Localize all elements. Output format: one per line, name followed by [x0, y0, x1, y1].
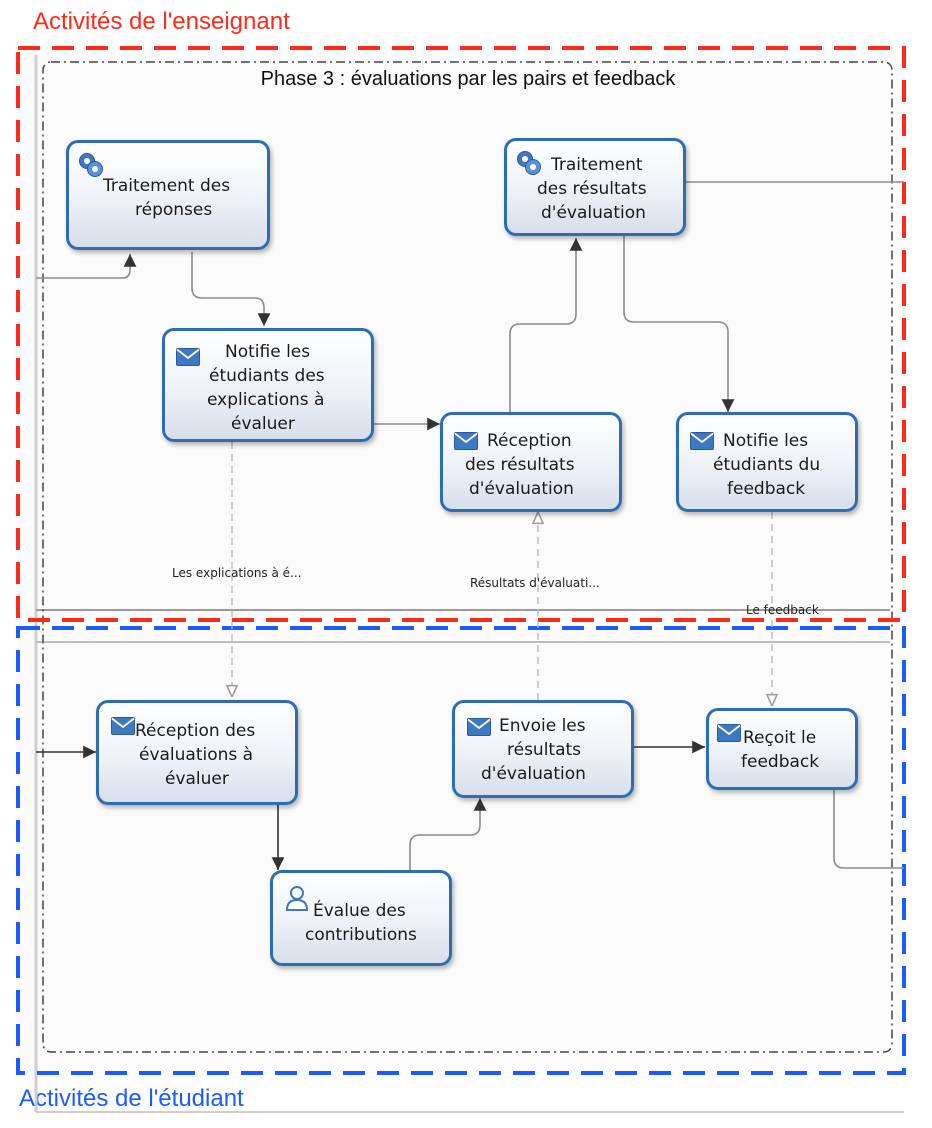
envelope-icon — [467, 718, 491, 740]
task-label-line: Envoie les — [499, 716, 586, 736]
task-label-line: Réception — [487, 431, 572, 451]
envelope-icon — [690, 432, 714, 454]
task-label-line: évaluer — [231, 414, 295, 434]
user-icon — [285, 885, 309, 915]
flow-into-traitement-reponses — [36, 254, 137, 279]
task-traitement-resultats[interactable]: Traitement des résultats d'évaluation — [504, 138, 686, 236]
task-label-line: explications à — [207, 390, 325, 410]
task-traitement-reponses[interactable]: Traitement des réponses — [66, 140, 270, 250]
flow-label-feedback: Le feedback — [746, 603, 819, 617]
envelope-icon — [717, 724, 741, 746]
flow-traitement-to-notifie-feedback — [623, 236, 735, 412]
task-label-line: Traitement des — [103, 176, 231, 196]
flow-traitement-to-notifie — [191, 252, 271, 326]
teacher-lane-boundary — [16, 46, 906, 622]
task-label-line: Évalue des — [313, 901, 406, 921]
flow-label-explications: Les explications à é... — [172, 566, 302, 580]
task-label-line: réponses — [135, 200, 213, 220]
task-label-line: Réception des — [135, 721, 256, 741]
envelope-icon — [454, 432, 478, 454]
flow-recoit-out — [833, 790, 904, 869]
task-envoie-resultats[interactable]: Envoie les résultats d'évaluation — [452, 700, 634, 798]
task-label-line: des résultats — [537, 179, 647, 199]
gears-icon — [516, 150, 542, 180]
task-label-line: contributions — [305, 925, 417, 945]
gears-icon — [78, 152, 104, 182]
task-reception-evaluations[interactable]: Réception des évaluations à évaluer — [96, 700, 298, 805]
task-label-line: Reçoit le — [743, 728, 817, 748]
phase-group-boundary — [42, 61, 893, 1053]
task-label-line: évaluer — [165, 769, 229, 789]
task-label-line: étudiants du — [713, 455, 821, 475]
student-lane-label: Activités de l'étudiant — [19, 1085, 244, 1112]
task-label-line: d'évaluation — [469, 479, 574, 499]
student-lane-boundary — [16, 626, 906, 1075]
teacher-lane-background — [18, 48, 904, 620]
task-label-line: résultats — [507, 740, 582, 760]
envelope-icon — [111, 717, 135, 739]
task-label-line: étudiants des — [209, 366, 325, 386]
envelope-icon — [176, 348, 200, 370]
task-label-line: évaluations à — [139, 745, 254, 765]
task-recoit-feedback[interactable]: Reçoit le feedback — [706, 708, 858, 790]
task-label-line: feedback — [741, 752, 820, 772]
task-notifie-explications[interactable]: Notifie les étudiants des explications à… — [162, 328, 374, 442]
phase-title: Phase 3 : évaluations par les pairs et f… — [260, 68, 676, 90]
flow-evalue-to-envoie — [409, 798, 487, 870]
task-label-line: Notifie les — [225, 342, 311, 362]
task-label-line: des résultats — [465, 455, 575, 475]
task-notifie-feedback[interactable]: Notifie les étudiants du feedback — [676, 412, 858, 512]
task-label-line: Notifie les — [723, 431, 809, 451]
task-label-line: Traitement — [551, 155, 643, 175]
teacher-lane-label: Activités de l'enseignant — [33, 8, 290, 35]
flow-label-resultats: Résultats d'évaluati... — [470, 576, 600, 590]
task-label-line: feedback — [727, 479, 806, 499]
flow-reception-to-traitement-resultats — [509, 238, 583, 414]
task-label-line: d'évaluation — [541, 203, 646, 223]
task-reception-resultats[interactable]: Réception des résultats d'évaluation — [440, 412, 622, 512]
task-evalue-contributions[interactable]: Évalue des contributions — [270, 870, 452, 966]
student-lane-background — [18, 628, 904, 1073]
task-label-line: d'évaluation — [481, 764, 586, 784]
